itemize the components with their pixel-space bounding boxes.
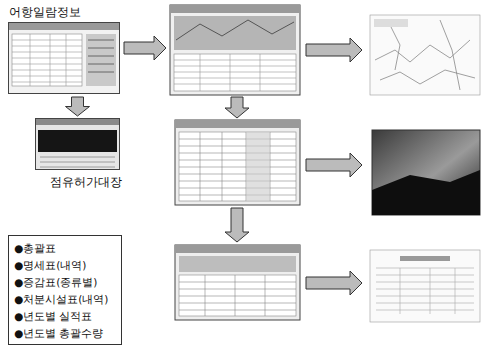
- block-arrow: [306, 153, 362, 177]
- list-item: ●처분시설표(내역): [14, 291, 116, 308]
- title-bar: [175, 245, 300, 253]
- block-arrow: [124, 36, 166, 60]
- table-area: [12, 34, 82, 86]
- block-arrow: [306, 271, 362, 295]
- list-item: ●총괄표: [14, 240, 116, 257]
- map-legend: [374, 19, 408, 27]
- dark-band: [38, 130, 117, 152]
- report-list: ●총괄표●명세표(내역)●증감표(종류별)●처분시설표(내역)●년도별 실적표●…: [8, 235, 122, 345]
- list-item: ●년도별 총괄수량: [14, 325, 116, 342]
- panel-lines: [88, 40, 114, 72]
- photo-shore: [372, 170, 480, 215]
- table-area: [174, 54, 296, 91]
- table-lines: [174, 54, 296, 91]
- doc-title: [400, 256, 450, 261]
- document-image: [370, 250, 480, 322]
- map-lines: [375, 20, 475, 90]
- screenshot: [175, 245, 300, 320]
- header-area: [179, 256, 296, 272]
- screen-bg: [35, 118, 120, 170]
- screenshot: [170, 5, 300, 95]
- block-arrow: [306, 38, 362, 62]
- map-image: [370, 15, 480, 95]
- highlight-column: [246, 132, 270, 201]
- table-lines: [12, 34, 82, 86]
- screen-node: 어항일람정보: [8, 22, 120, 94]
- title-bar: [8, 22, 120, 30]
- list-item: ●년도별 실적표: [14, 308, 116, 325]
- photo-image: [372, 130, 480, 215]
- block-arrow: [66, 97, 90, 116]
- image-lines: [176, 20, 294, 40]
- table-area: [179, 275, 296, 316]
- table-lines: [179, 275, 296, 316]
- block-arrow: [225, 97, 249, 118]
- side-panel: [86, 34, 116, 86]
- list-item: ●명세표(내역): [14, 257, 116, 274]
- row-lines: [40, 157, 115, 167]
- screen-bg: [8, 22, 120, 94]
- title-bar: [175, 120, 300, 128]
- image-area: [174, 16, 296, 50]
- block-arrow: [225, 208, 249, 242]
- title-bar: [170, 5, 300, 13]
- title-bar: [35, 118, 120, 125]
- screen-heading: 점유허가대장: [50, 175, 122, 189]
- list-item: ●증감표(종류별): [14, 274, 116, 291]
- table-lines: [179, 132, 296, 201]
- doc-table: [376, 268, 474, 314]
- screenshot: [175, 120, 300, 205]
- table-area: [179, 132, 296, 201]
- screen-node: 점유허가대장: [35, 118, 120, 170]
- screen-heading: 어항일람정보: [9, 5, 81, 19]
